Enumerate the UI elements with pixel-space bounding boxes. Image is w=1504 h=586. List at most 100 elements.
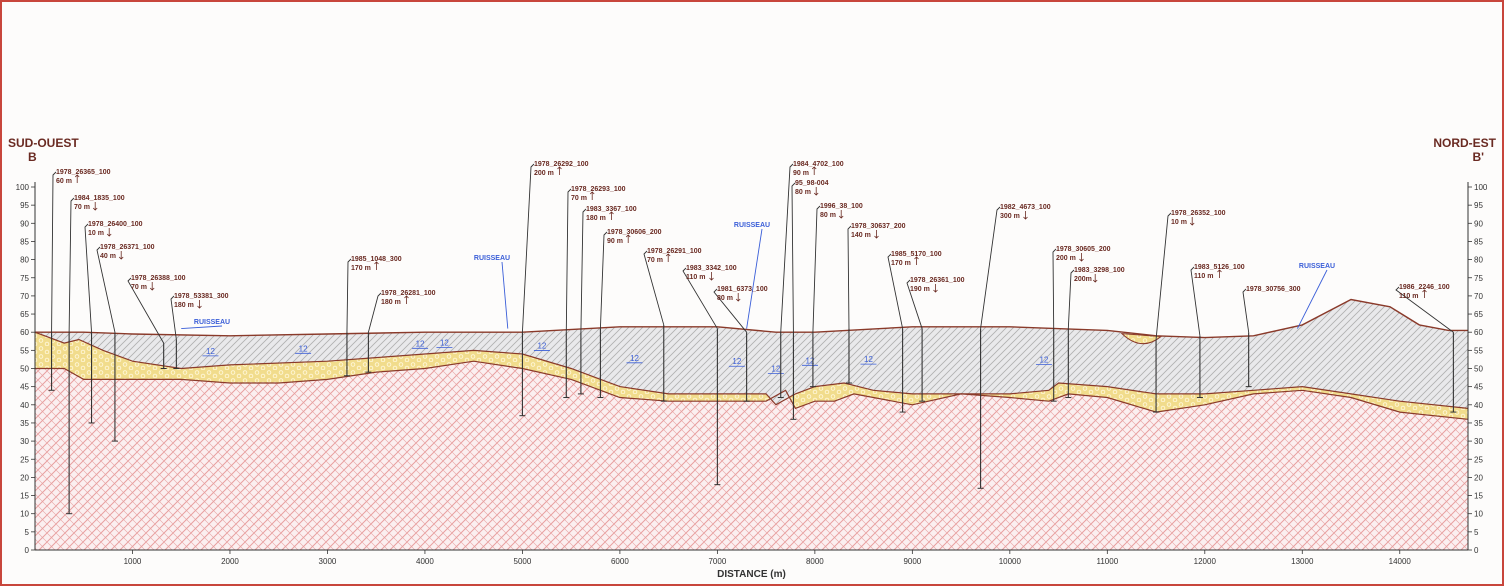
well-leader-line [791, 182, 796, 333]
well-id-label: 1982_4673_100 [1000, 204, 1051, 211]
well-depth-label: 10 m [88, 230, 104, 237]
y-tick-label-left: 15 [20, 492, 29, 501]
y-tick-label-right: 45 [1474, 383, 1483, 392]
well-id-label: 1978_53381_300 [174, 293, 229, 300]
y-tick-label-right: 100 [1474, 183, 1488, 192]
y-tick-label-right: 55 [1474, 346, 1483, 355]
well-log: 1984_4702_100 90 m [777, 161, 844, 399]
well-id-label: 1978_30756_300 [1246, 286, 1301, 293]
well-depth-label: 180 m [586, 215, 606, 222]
arrow-up-icon [589, 191, 595, 200]
well-depth-label: 70 m [131, 284, 147, 291]
unit-code-label: 12 [630, 354, 639, 363]
arrow-down-icon [106, 228, 112, 237]
well-id-label: 1978_30605_200 [1056, 246, 1111, 253]
arrow-down-icon [197, 300, 202, 309]
well-leader-line [780, 163, 794, 333]
x-tick-label: 9000 [903, 557, 921, 566]
well-leader-line [127, 277, 165, 344]
well-leader-line [521, 163, 535, 333]
well-id-label: 1978_26292_100 [534, 161, 589, 168]
well-depth-label: 110 m [686, 274, 705, 281]
y-tick-label-left: 30 [20, 437, 29, 446]
y-tick-label-left: 70 [20, 292, 29, 301]
unit-code-label: 12 [771, 365, 780, 374]
x-tick-label: 6000 [611, 557, 629, 566]
y-tick-label-right: 25 [1474, 455, 1483, 464]
y-tick-label-left: 20 [20, 473, 29, 482]
well-id-label: 1978_26361_100 [910, 277, 965, 284]
well-id-label: 1981_6373_100 [717, 286, 768, 293]
arrow-down-icon [874, 230, 879, 239]
arrow-down-icon [813, 187, 819, 196]
well-leader-line [84, 223, 92, 333]
stream-label: RUISSEAU [474, 255, 510, 262]
well-leader-line [96, 246, 116, 333]
y-tick-label-left: 55 [20, 346, 29, 355]
well-id-label: 1985_1048_300 [351, 256, 402, 263]
well-depth-label: 200m [1074, 276, 1092, 283]
well-depth-label: 200 m [1056, 255, 1076, 262]
arrow-down-icon [1092, 274, 1098, 283]
well-depth-label: 40 m [100, 253, 116, 260]
arrow-up-icon [665, 253, 671, 262]
y-tick-label-right: 15 [1474, 492, 1483, 501]
well-leader-line [367, 292, 382, 333]
well-id-label: 1984_4702_100 [793, 161, 844, 168]
right-direction-label: NORD-EST [1433, 136, 1496, 150]
x-tick-label: 12000 [1194, 557, 1217, 566]
y-tick-label-left: 75 [20, 274, 29, 283]
y-tick-label-left: 80 [20, 256, 29, 265]
well-leader-line [887, 253, 904, 329]
unit-code-label: 12 [440, 338, 449, 347]
unit-code-label: 12 [299, 344, 308, 353]
y-tick-label-right: 20 [1474, 473, 1483, 482]
arrow-up-icon [811, 166, 817, 175]
well-id-label: 1978_26400_100 [88, 221, 143, 228]
well-depth-label: 90 m [607, 238, 623, 245]
well-log: 1978_53381_300 180 m [170, 293, 229, 369]
y-tick-label-right: 90 [1474, 219, 1483, 228]
x-tick-label: 5000 [514, 557, 532, 566]
y-tick-label-right: 60 [1474, 328, 1483, 337]
arrow-down-icon [933, 284, 938, 293]
y-tick-label-left: 35 [20, 419, 29, 428]
well-log: 1978_30756_300 [1242, 286, 1301, 388]
unit-code-label: 12 [1039, 355, 1048, 364]
stream-label: RUISSEAU [734, 222, 770, 229]
left-direction-label: SUD-OUEST [8, 136, 79, 150]
x-tick-label: 3000 [319, 557, 337, 566]
well-depth-label: 90 m [793, 170, 809, 177]
well-depth-label: 180 m [174, 302, 194, 309]
well-depth-label: 80 m [717, 295, 733, 302]
sand-gravel-unit [35, 332, 1468, 420]
arrow-down-icon [735, 293, 741, 302]
y-tick-label-right: 10 [1474, 510, 1483, 519]
stream-leader-line [181, 325, 223, 330]
till-base-line [34, 331, 1469, 409]
well-leader-line [1052, 248, 1057, 329]
y-tick-label-left: 100 [16, 183, 30, 192]
well-leader-line [565, 188, 572, 333]
well-leader-line [1242, 288, 1250, 333]
well-leader-line [847, 225, 852, 329]
well-log: 1978_26400_100 10 m [84, 221, 143, 424]
well-log: 1978_26292_100 200 m [519, 161, 589, 417]
well-depth-label: 190 m [910, 286, 930, 293]
well-id-label: 1978_26293_100 [571, 186, 626, 193]
well-id-label: 1986_2246_100 [1399, 284, 1450, 291]
well-id-label: 1978_26291_100 [647, 248, 702, 255]
right-point-label: B' [1472, 150, 1484, 164]
stream-label: RUISSEAU [1299, 263, 1335, 270]
well-depth-label: 200 m [534, 170, 554, 177]
